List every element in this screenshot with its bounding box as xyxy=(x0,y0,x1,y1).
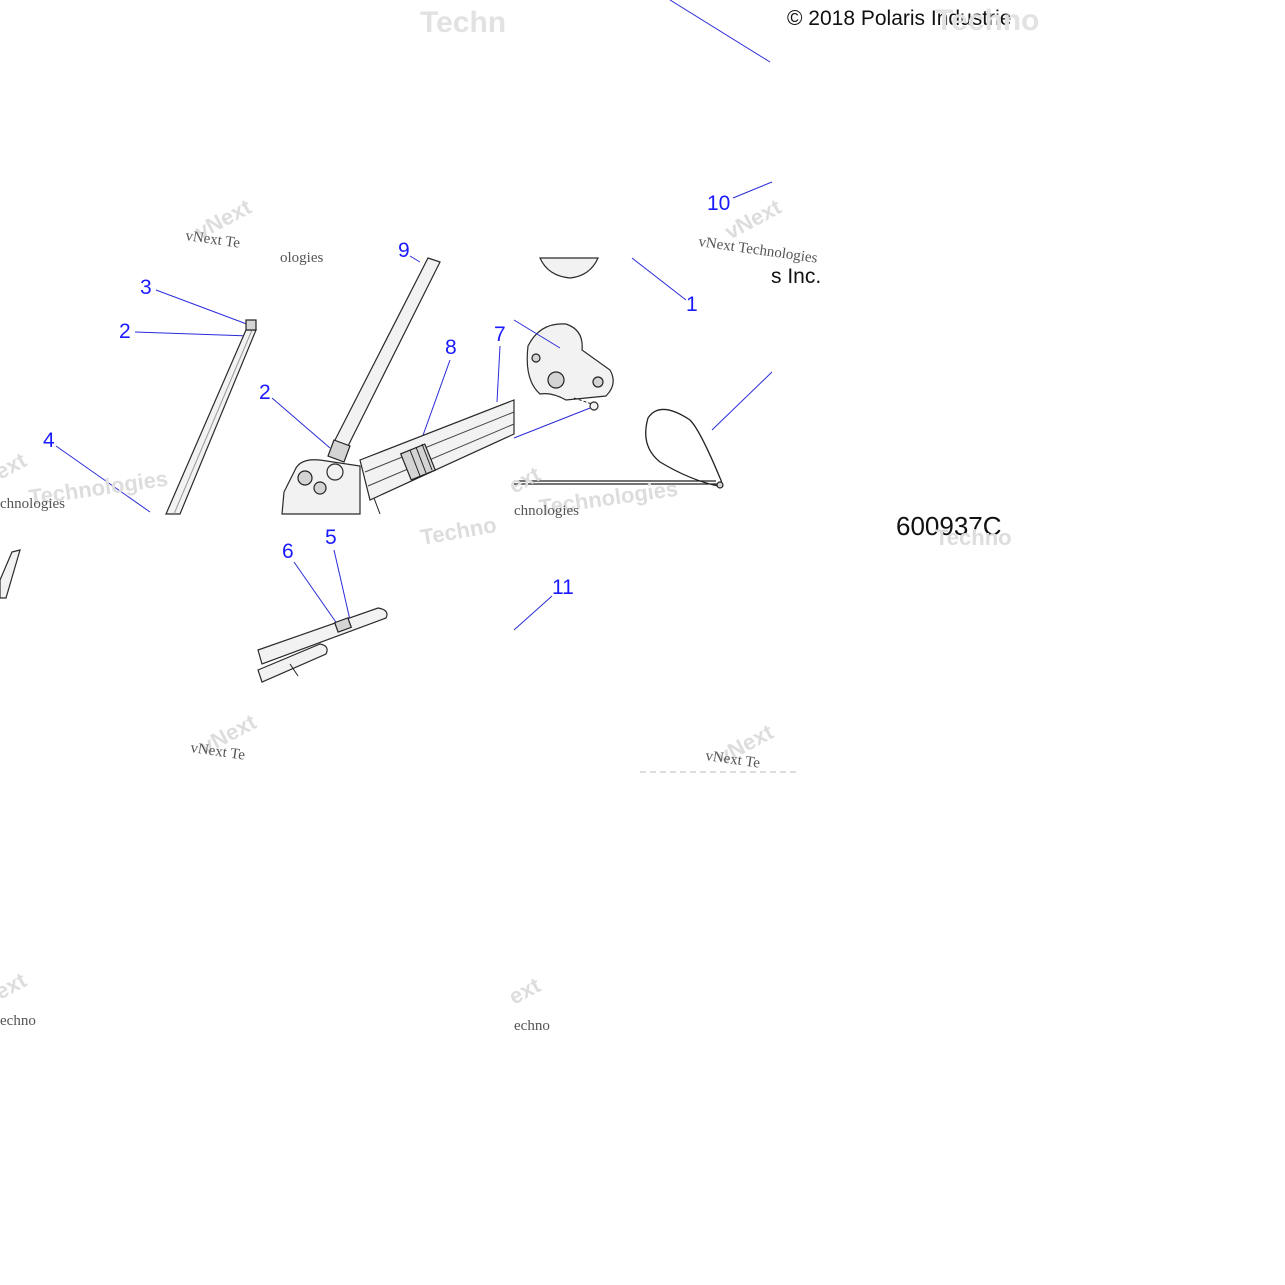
watermark-ext-bottom-left: ext xyxy=(0,967,31,1004)
callout-2-left: 2 xyxy=(119,320,131,343)
callout-11: 11 xyxy=(552,576,574,599)
bracket-hole-2 xyxy=(547,371,565,389)
boot-rib-3 xyxy=(421,443,433,471)
bracket-hole-3 xyxy=(592,376,604,388)
tile-upper-left: vNext vNext Te ologies xyxy=(184,194,323,266)
callout-2-center: 2 xyxy=(259,381,271,404)
cable-rod-lower xyxy=(257,607,388,665)
watermark-right: Techno xyxy=(935,525,1012,550)
cable-sheath xyxy=(359,399,515,501)
shift-rod xyxy=(165,329,257,515)
tile-left: 3 2 4 ext Technologies chnologies xyxy=(0,276,257,599)
shift-rod-highlight xyxy=(173,329,253,515)
watermark-serif-3: vNext Te xyxy=(189,740,246,764)
tile-lower-right: 11 vNext vNext Te xyxy=(513,576,800,773)
watermark-serif-1b: ologies xyxy=(280,250,323,266)
watermark-top-right: Techno xyxy=(935,4,1039,37)
tile-lower-center: 6 5 vNext vNext Te xyxy=(189,526,388,764)
cable-rod-lower-2 xyxy=(257,643,328,683)
callout-1: 1 xyxy=(686,293,698,316)
copyright-tail: s Inc. xyxy=(771,265,821,288)
leader-9 xyxy=(409,255,421,263)
rod-tip xyxy=(0,549,21,599)
housing-tail xyxy=(373,497,381,515)
leader-1 xyxy=(631,257,687,301)
callout-4: 4 xyxy=(43,429,55,452)
clip xyxy=(289,663,299,677)
bottom-fragments: ext echno ext echno xyxy=(0,967,550,1034)
tile-right-center: 10 vNext vNext Technologies s Inc. 1 ext… xyxy=(505,181,821,520)
callout-6: 6 xyxy=(282,540,294,563)
housing-boss-2 xyxy=(313,481,327,495)
callout-3: 3 xyxy=(140,276,152,299)
leader-7 xyxy=(496,345,501,403)
watermark-serif-2: vNext Technologies xyxy=(697,234,818,267)
boot-rib-1 xyxy=(409,449,421,477)
watermark-ext-bottom-center: ext xyxy=(505,972,545,1009)
watermark-top-techno: Techn xyxy=(420,6,506,39)
leader-3 xyxy=(155,289,253,327)
callout-8: 8 xyxy=(445,336,457,359)
callout-9: 9 xyxy=(398,239,410,262)
leader-loop xyxy=(711,371,773,431)
callout-7: 7 xyxy=(494,323,506,346)
leader-top xyxy=(669,0,771,63)
watermark-serif-1: vNext Te xyxy=(184,228,241,252)
cable-line-2 xyxy=(367,423,515,487)
rod-end xyxy=(245,319,257,331)
tile-right: 600937C Techno xyxy=(896,511,1012,550)
copyright-text: © 2018 Polaris Industrie xyxy=(787,7,1011,30)
rod-coupler xyxy=(327,439,351,463)
upper-component xyxy=(539,257,599,279)
cable-line-1 xyxy=(364,411,515,473)
leader-6 xyxy=(293,561,341,629)
callout-5: 5 xyxy=(325,526,337,549)
leader-11 xyxy=(513,595,553,631)
leader-fastener xyxy=(513,407,591,439)
tile-center: 9 2 8 7 Techno xyxy=(259,239,515,550)
copyright-region: Techn © 2018 Polaris Industrie Techno xyxy=(420,0,1039,63)
leader-bracket xyxy=(513,319,561,349)
watermark-techno-center: Techno xyxy=(419,512,499,550)
fastener xyxy=(589,401,599,411)
leader-2-left xyxy=(134,331,251,337)
housing-pivot xyxy=(326,463,344,481)
callout-10: 10 xyxy=(707,192,730,215)
leader-4 xyxy=(55,445,151,513)
leader-5 xyxy=(333,549,351,621)
cable-boot xyxy=(399,443,437,481)
watermark-serif-bottom-left: echno xyxy=(0,1013,36,1029)
boot-rib-2 xyxy=(415,446,427,474)
fastener-axis xyxy=(573,397,593,405)
housing-boss-1 xyxy=(297,470,313,486)
watermark-vnext-2: vNext xyxy=(721,194,786,245)
watermark-serif-center: chnologies xyxy=(514,503,579,519)
shift-lever-rod xyxy=(333,257,441,447)
leader-10 xyxy=(732,181,773,199)
cable-end xyxy=(716,481,724,489)
watermark-serif-left: chnologies xyxy=(0,496,65,512)
watermark-ext-center: ext xyxy=(505,461,545,498)
watermark-serif-bottom-center: echno xyxy=(514,1018,550,1034)
leader-2-center xyxy=(271,397,331,449)
cable-ferrule xyxy=(333,617,353,633)
watermark-serif-4: vNext Te xyxy=(704,748,761,772)
watermark-ext-left: ext xyxy=(0,447,31,484)
drawing-number: 600937C xyxy=(896,511,1002,541)
mounting-bracket xyxy=(526,323,614,401)
bracket-hole-1 xyxy=(531,353,541,363)
loop-cable xyxy=(514,408,723,487)
